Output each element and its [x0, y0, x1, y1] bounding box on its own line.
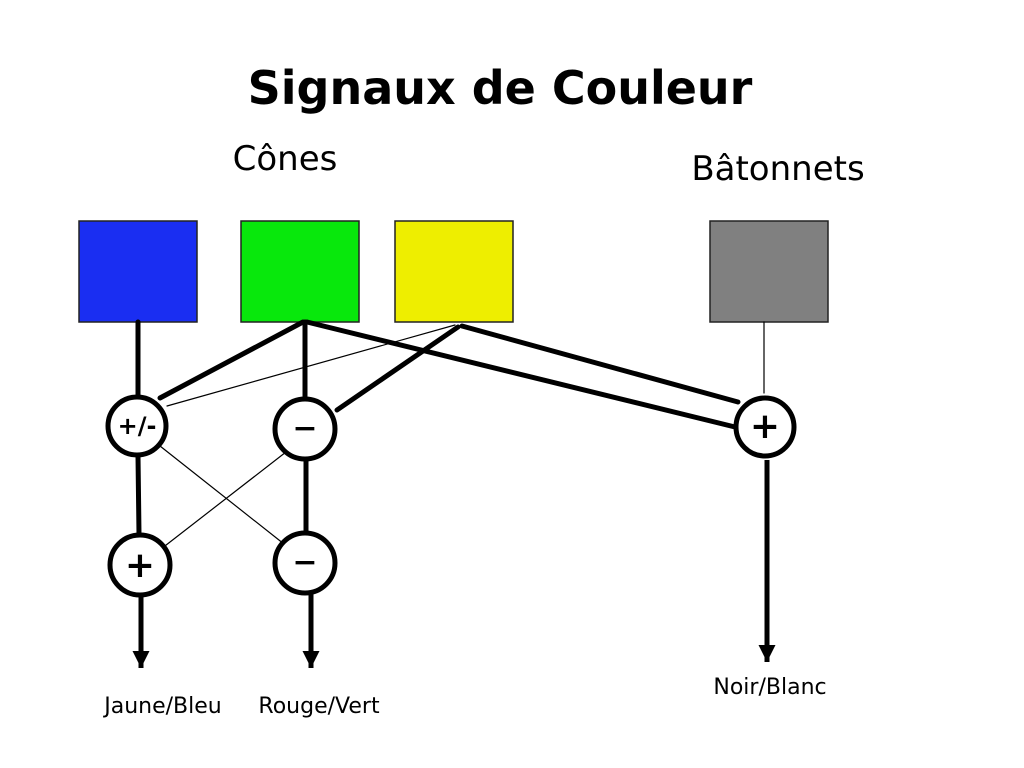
yellow-blue-mix-symbol: +/- — [118, 412, 157, 440]
connection-yellow-to-mix — [166, 324, 456, 407]
cones-label: Cônes — [233, 139, 338, 179]
black-white-output-label: Noir/Blanc — [713, 675, 826, 700]
yellow-blue-output-label: Jaune/Bleu — [102, 694, 222, 719]
connection-green-to-sum — [304, 319, 738, 430]
yellow-cone — [394, 220, 514, 323]
yellow-blue-output-symbol: + — [125, 545, 155, 586]
blue-cone — [78, 220, 198, 323]
red-green-diff-node: − — [272, 396, 338, 462]
rods-label: Bâtonnets — [691, 149, 864, 189]
red-green-output-node: − — [272, 530, 338, 596]
yellow-blue-mix-node: +/- — [105, 394, 169, 458]
diagram-title: Signaux de Couleur — [248, 61, 753, 115]
connection-mix-to-rg-cross — [159, 445, 285, 545]
connections — [135, 319, 765, 550]
green-cone — [240, 220, 360, 323]
yellow-blue-output-node: + — [107, 532, 173, 598]
connection-mix-to-yb — [135, 453, 142, 537]
connection-yellow-to-diff — [334, 324, 461, 413]
connection-green-to-mix — [157, 319, 306, 401]
connection-diff-to-yb-cross — [160, 451, 287, 550]
rod — [709, 220, 829, 323]
red-green-output-label: Rouge/Vert — [258, 694, 380, 719]
red-green-diff-symbol: − — [292, 411, 317, 446]
noir-blanc-sum-node: + — [733, 395, 797, 459]
red-green-output-symbol: − — [292, 545, 317, 580]
noir-blanc-sum-symbol: + — [750, 406, 780, 447]
connection-yellow-to-sum — [459, 323, 741, 405]
